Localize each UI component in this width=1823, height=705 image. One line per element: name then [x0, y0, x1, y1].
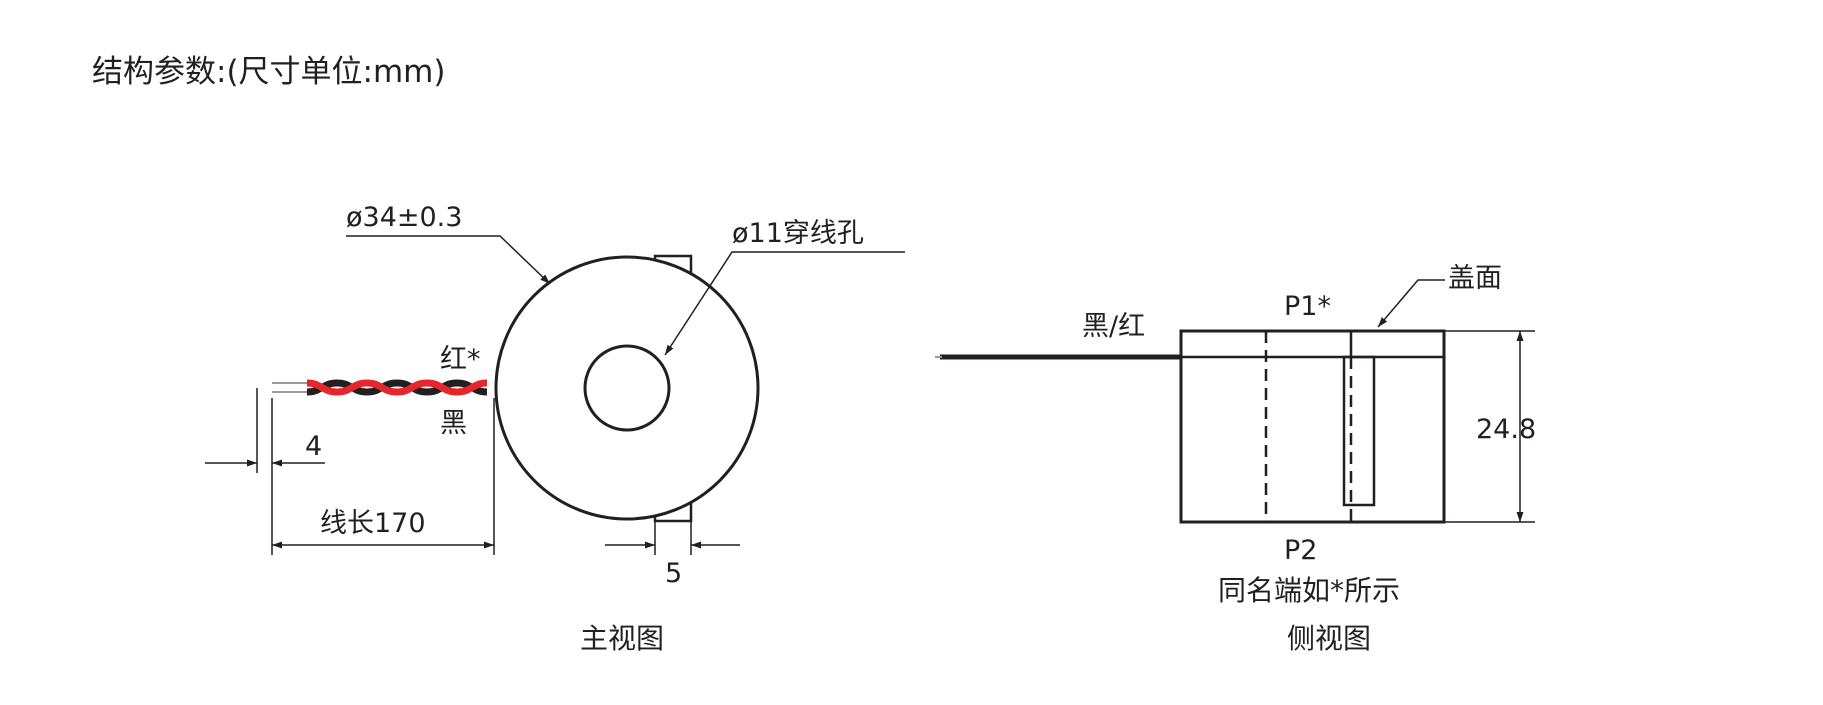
cover-label: 盖面	[1448, 263, 1502, 294]
lead-red-label: 红*	[440, 344, 481, 375]
height-label: 24.8	[1476, 414, 1536, 445]
through-hole-circle	[583, 344, 671, 432]
side-body	[1179, 329, 1446, 524]
side-view: 黑/红 盖面 P1* P2 24.8 同名端如*所示 侧视图	[935, 263, 1536, 655]
cover-leader	[1377, 279, 1445, 328]
outer-diameter-label: ø34±0.3	[346, 202, 462, 233]
p2-label: P2	[1284, 535, 1317, 566]
hole-leader	[664, 251, 905, 356]
base-width-label: 5	[665, 558, 682, 589]
red-wire	[306, 379, 488, 396]
page-title: 结构参数:(尺寸单位:mm)	[92, 54, 445, 90]
strip-length-label: 4	[305, 431, 322, 462]
p1-label: P1*	[1284, 291, 1331, 322]
lead-black-label: 黑	[440, 408, 467, 439]
lead-length-label: 线长170	[320, 508, 426, 539]
side-leads-label: 黑/红	[1082, 311, 1145, 342]
twisted-lead-wires	[272, 379, 488, 396]
outer-diameter-leader	[346, 235, 551, 285]
front-view: 红* 黑 ø34±0.3 ø11穿线孔 4 线长170 5 主视图	[205, 202, 905, 655]
hole-label: ø11穿线孔	[732, 218, 864, 249]
front-view-caption: 主视图	[580, 622, 664, 655]
mounting-post	[1342, 355, 1376, 507]
polarity-note: 同名端如*所示	[1218, 574, 1400, 607]
black-wire	[306, 379, 488, 396]
side-view-caption: 侧视图	[1287, 622, 1371, 655]
